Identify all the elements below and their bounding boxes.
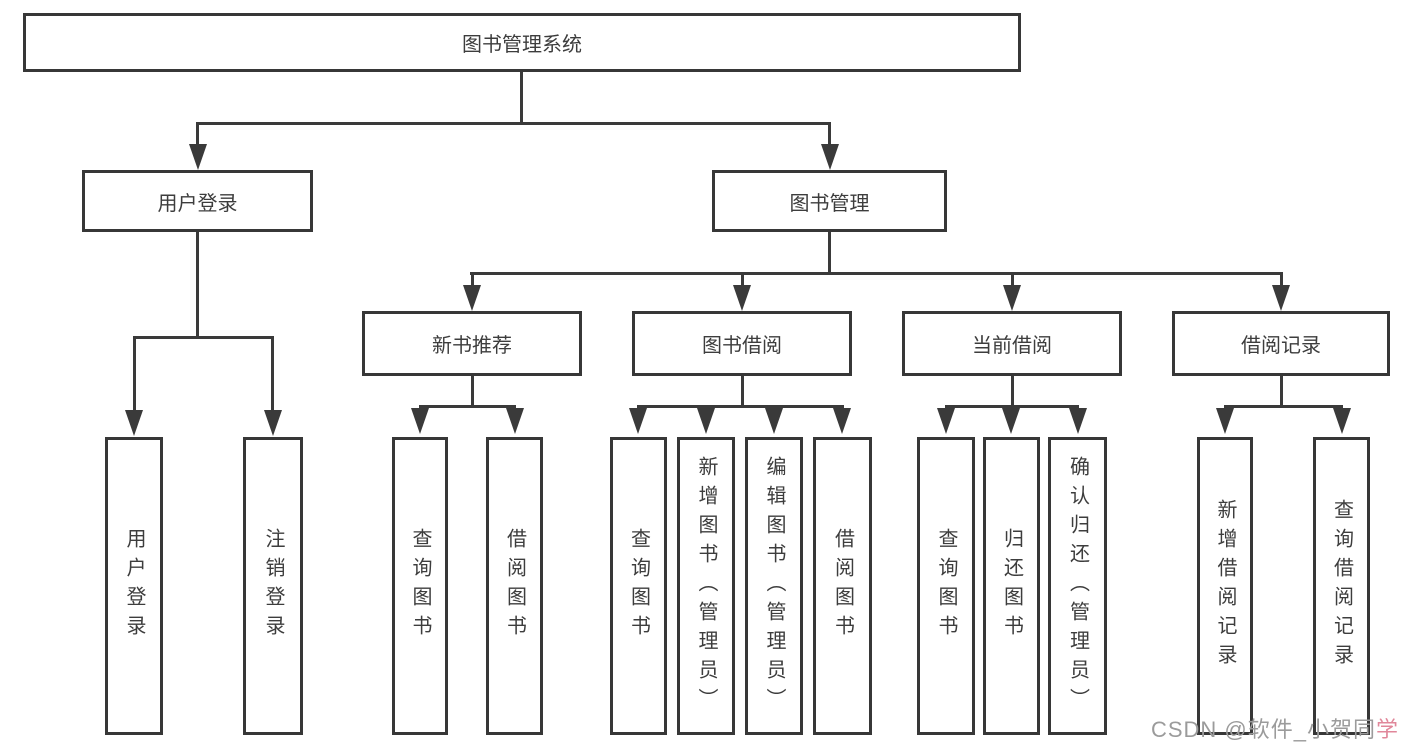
node-current-borrowing: 当前借阅 (902, 311, 1122, 376)
connector-stem (196, 232, 199, 336)
connector-branch (637, 405, 844, 408)
leaf-query-books: 查询图书 (610, 437, 667, 735)
node-book-management: 图书管理 (712, 170, 947, 232)
leaf-add-borrow-record: 新增借阅记录 (1197, 437, 1253, 735)
arrowhead (411, 408, 429, 434)
arrowhead (506, 408, 524, 434)
node-user-login: 用户登录 (82, 170, 313, 232)
leaf-label: 查询图书 (935, 528, 957, 644)
node-label: 图书管理系统 (462, 34, 582, 56)
watermark-text-accent: 学 (1375, 717, 1399, 742)
connector-stem (1280, 272, 1283, 287)
leaf-label: 归还图书 (1000, 528, 1023, 644)
arrowhead (1002, 408, 1020, 434)
leaf-label: 确认归还（管理员） (1066, 455, 1089, 717)
arrowhead (189, 144, 207, 170)
connector-stem (741, 272, 744, 287)
arrowhead (733, 285, 751, 311)
node-label: 图书管理 (789, 192, 870, 215)
connector-stem (196, 122, 199, 146)
leaf-label: 新增图书（管理员） (695, 455, 717, 717)
node-label: 当前借阅 (972, 335, 1052, 357)
connector-stem (271, 336, 274, 412)
leaf-confirm-return-admin: 确认归还（管理员） (1048, 437, 1107, 735)
arrowhead (937, 408, 955, 434)
connector-root-branch (196, 122, 831, 125)
arrowhead (765, 408, 783, 434)
arrowhead (1069, 408, 1087, 434)
node-label: 图书借阅 (702, 335, 782, 357)
node-new-book-recommend: 新书推荐 (362, 311, 582, 376)
connector-stem (741, 376, 744, 408)
connector-stem (1011, 272, 1014, 287)
leaf-label: 用户登录 (123, 528, 145, 644)
connector-branch (1224, 405, 1343, 408)
arrowhead (833, 408, 851, 434)
arrowhead (125, 410, 143, 436)
node-label: 新书推荐 (432, 335, 512, 357)
connector-stem (133, 336, 136, 412)
arrowhead (1216, 408, 1234, 434)
leaf-edit-books-admin: 编辑图书（管理员） (745, 437, 803, 735)
connector-stem (1280, 376, 1283, 408)
leaf-user-login: 用户登录 (105, 437, 163, 735)
leaf-borrow-books: 借阅图书 (486, 437, 543, 735)
arrowhead (1272, 285, 1290, 311)
leaf-label: 注销登录 (262, 528, 284, 644)
connector-stem (828, 122, 831, 146)
leaf-label: 查询图书 (409, 528, 431, 644)
connector-branch (470, 272, 1282, 275)
node-label: 借阅记录 (1241, 335, 1321, 357)
arrowhead (1333, 408, 1351, 434)
leaf-label: 借阅图书 (831, 528, 854, 644)
leaf-query-books: 查询图书 (917, 437, 975, 735)
leaf-query-books: 查询图书 (392, 437, 448, 735)
leaf-add-books-admin: 新增图书（管理员） (677, 437, 735, 735)
leaf-query-borrow-record: 查询借阅记录 (1313, 437, 1370, 735)
arrowhead (264, 410, 282, 436)
leaf-label: 查询借阅记录 (1330, 499, 1353, 673)
connector-branch (133, 336, 274, 339)
connector-stem (471, 272, 474, 287)
leaf-return-books: 归还图书 (983, 437, 1040, 735)
leaf-label: 编辑图书（管理员） (763, 455, 785, 717)
arrowhead (629, 408, 647, 434)
leaf-label: 借阅图书 (503, 528, 526, 644)
arrowhead (697, 408, 715, 434)
watermark-text: CSDN @软件_小贺同 (1150, 717, 1376, 742)
leaf-borrow-books: 借阅图书 (813, 437, 872, 735)
node-label: 用户登录 (157, 192, 238, 215)
csdn-watermark: CSDN @软件_小贺同学 (1151, 712, 1399, 744)
leaf-label: 查询图书 (627, 528, 650, 644)
node-borrowing-records: 借阅记录 (1172, 311, 1390, 376)
arrowhead (1003, 285, 1021, 311)
node-book-borrowing: 图书借阅 (632, 311, 852, 376)
connector-branch (945, 405, 1079, 408)
connector-root-stem (520, 72, 523, 122)
connector-branch (419, 405, 516, 408)
arrowhead (821, 144, 839, 170)
connector-stem (828, 232, 831, 275)
node-root-system: 图书管理系统 (23, 13, 1021, 72)
leaf-logout: 注销登录 (243, 437, 303, 735)
connector-stem (1011, 376, 1014, 408)
leaf-label: 新增借阅记录 (1214, 499, 1236, 673)
arrowhead (463, 285, 481, 311)
connector-stem (471, 376, 474, 408)
